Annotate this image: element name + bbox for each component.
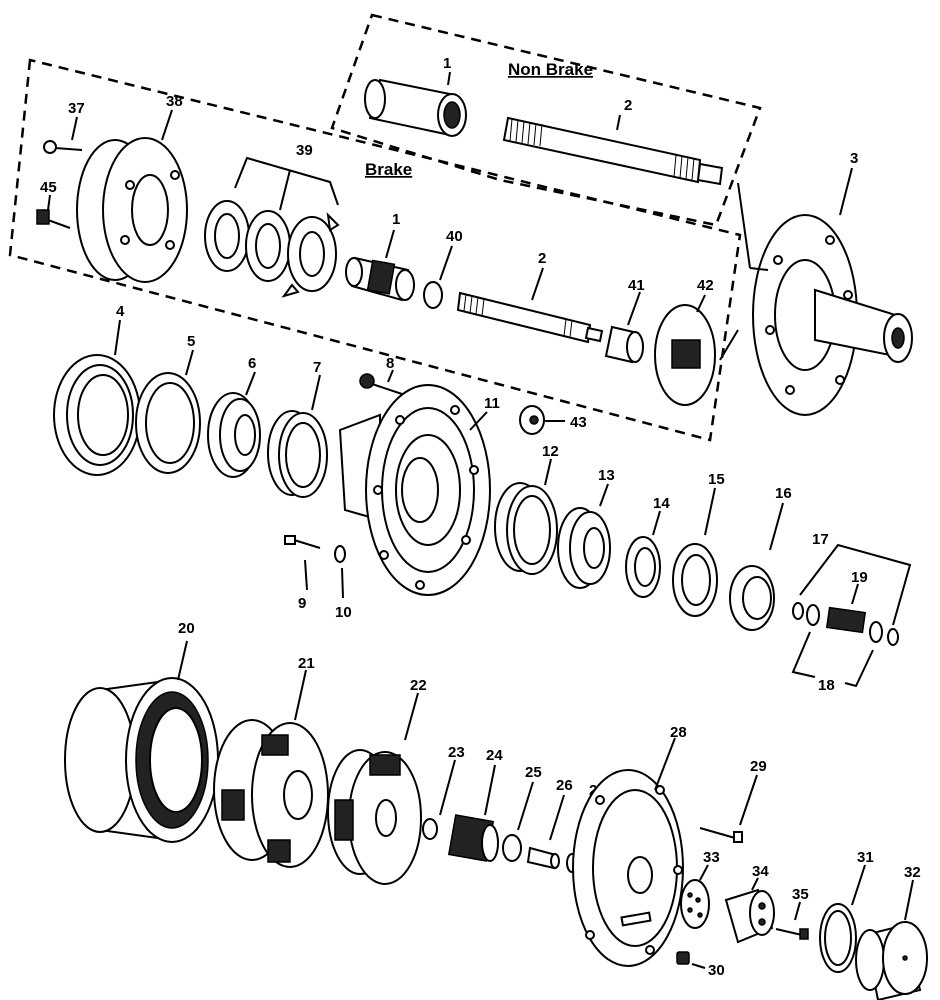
callout-13: 13	[598, 467, 615, 484]
part-1-gear-sleeve-brake[interactable]	[345, 256, 415, 302]
part-43-nut[interactable]	[519, 405, 545, 435]
part-32-cap[interactable]	[855, 921, 928, 1000]
callout-35: 35	[792, 886, 809, 903]
callout-1-non-brake: 1	[443, 55, 451, 72]
part-37-bolt[interactable]	[43, 140, 83, 154]
callout-26: 26	[556, 777, 573, 794]
callout-25: 25	[525, 764, 542, 781]
part-14-washer[interactable]	[625, 536, 661, 598]
callout-14: 14	[653, 495, 670, 512]
callout-7: 7	[313, 359, 321, 376]
callout-17: 17	[812, 531, 829, 548]
brake-title: Brake	[365, 160, 412, 179]
part-31-snap-ring[interactable]	[819, 903, 857, 973]
callout-23: 23	[448, 744, 465, 761]
callout-43: 43	[570, 414, 587, 431]
part-29-bolt[interactable]	[699, 827, 743, 843]
callout-2-non-brake: 2	[624, 97, 632, 114]
callout-1-brake: 1	[392, 211, 400, 228]
part-28-cover[interactable]	[572, 769, 684, 967]
callout-16: 16	[775, 485, 792, 502]
callout-11: 11	[484, 395, 500, 412]
part-5-ring[interactable]	[135, 372, 201, 474]
callout-38: 38	[166, 93, 183, 110]
part-12-bearing-cup[interactable]	[494, 482, 558, 575]
callout-18: 18	[818, 677, 835, 694]
part-9-stud[interactable]	[284, 535, 321, 549]
part-25-thrust-washer[interactable]	[502, 834, 522, 862]
part-40-snap-ring[interactable]	[423, 281, 443, 309]
part-6-bearing-cone[interactable]	[207, 392, 261, 478]
part-20-ring-gear[interactable]	[64, 677, 219, 843]
part-17-18-19-spring-assembly[interactable]	[792, 602, 899, 646]
part-23-snap-ring[interactable]	[422, 818, 438, 840]
part-21-planet-carrier[interactable]	[213, 719, 329, 868]
callout-24: 24	[486, 747, 503, 764]
callout-30: 30	[708, 962, 725, 979]
callout-6: 6	[248, 355, 256, 372]
part-1-sleeve-non-brake[interactable]	[364, 78, 467, 137]
part-2-shaft-non-brake[interactable]	[502, 116, 724, 186]
part-15-lock-washer[interactable]	[672, 543, 718, 617]
callout-34: 34	[752, 863, 769, 880]
brake-group-box: Brake	[8, 58, 742, 442]
part-22-planet-carrier[interactable]	[327, 749, 422, 885]
part-42-plate[interactable]	[654, 304, 716, 406]
part-45-fitting[interactable]	[36, 209, 71, 229]
callout-21: 21	[298, 655, 315, 672]
non-brake-title: Non Brake	[508, 60, 593, 79]
callout-29: 29	[750, 758, 767, 775]
callout-28: 28	[670, 724, 687, 741]
callout-4: 4	[116, 303, 125, 320]
part-30-plug[interactable]	[676, 951, 690, 965]
callout-2-brake: 2	[538, 250, 546, 267]
callout-45: 45	[40, 179, 57, 196]
part-4-seal[interactable]	[53, 354, 141, 476]
callout-19: 19	[851, 569, 868, 586]
part-16-nut[interactable]	[729, 565, 775, 631]
part-34-block[interactable]	[724, 888, 775, 944]
callout-12: 12	[542, 443, 559, 460]
part-11-hub[interactable]	[338, 384, 491, 596]
part-24-sun-gear[interactable]	[447, 814, 499, 862]
callout-37: 37	[68, 100, 85, 117]
callout-15: 15	[708, 471, 725, 488]
callout-32: 32	[904, 864, 921, 881]
callout-5: 5	[187, 333, 195, 350]
part-8-bolt[interactable]	[359, 373, 406, 396]
part-13-bearing[interactable]	[557, 507, 611, 589]
callout-31: 31	[857, 849, 874, 866]
callout-42: 42	[697, 277, 714, 294]
part-26-pin[interactable]	[526, 846, 560, 870]
callout-20: 20	[178, 620, 195, 637]
callout-39: 39	[296, 142, 313, 159]
part-38-brake-housing[interactable]	[76, 137, 188, 283]
callout-9: 9	[298, 595, 306, 612]
callout-41: 41	[628, 277, 645, 294]
part-7-bearing-cup[interactable]	[267, 410, 328, 498]
callout-22: 22	[410, 677, 427, 694]
part-35-screw[interactable]	[775, 928, 809, 940]
part-2-shaft-brake[interactable]	[456, 291, 604, 344]
callout-8: 8	[386, 355, 394, 372]
part-39-brake-discs[interactable]	[204, 200, 340, 298]
part-3-spindle[interactable]	[752, 214, 913, 416]
part-41-bushing[interactable]	[604, 325, 644, 364]
callout-3: 3	[850, 150, 858, 167]
callout-40: 40	[446, 228, 463, 245]
callout-33: 33	[703, 849, 720, 866]
callout-10: 10	[335, 604, 352, 621]
part-33-disc[interactable]	[680, 879, 710, 929]
part-10-washer[interactable]	[334, 545, 346, 563]
